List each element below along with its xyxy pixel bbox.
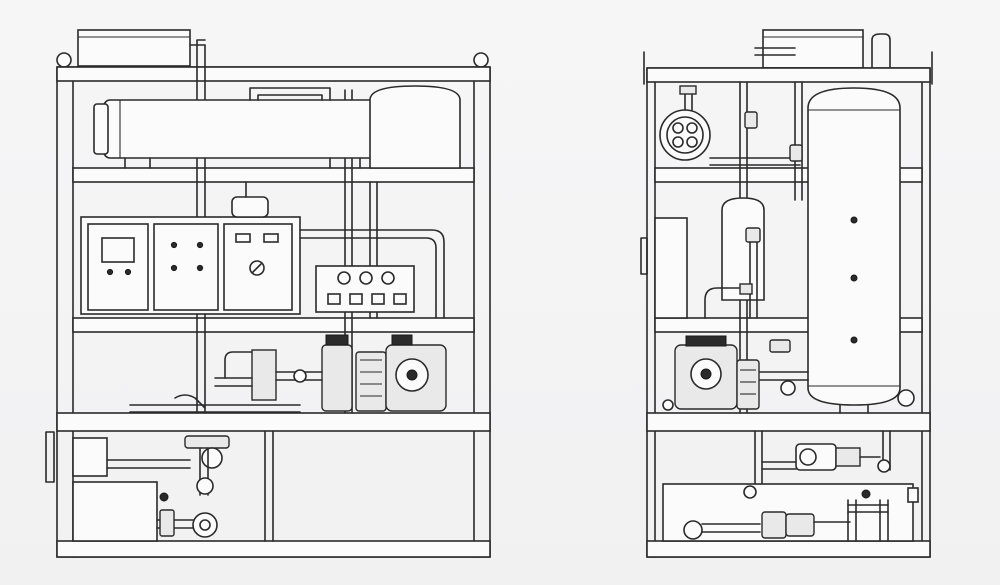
lifting-lug-left <box>56 52 72 68</box>
side-base-beam <box>646 412 931 432</box>
gauge-icon <box>337 271 351 285</box>
lifting-lug-right <box>473 52 489 68</box>
indicator-light <box>124 268 132 276</box>
control-panel-middle <box>153 223 219 311</box>
side-pump-icon <box>683 520 703 540</box>
side-floor-beam <box>646 540 931 558</box>
oil-separator <box>721 197 765 301</box>
indicator-light <box>106 268 114 276</box>
water-tank <box>72 481 158 542</box>
side-view <box>640 29 933 558</box>
oil-separator-top <box>231 196 269 218</box>
display-screen <box>101 237 135 263</box>
gauge-icon <box>381 271 395 285</box>
water-pump-icon <box>201 447 223 469</box>
base-beam <box>56 412 491 432</box>
receiver-tank <box>369 85 461 169</box>
side-compressor <box>674 335 760 410</box>
side-ice-hopper <box>762 29 864 69</box>
side-top-beam <box>646 67 931 83</box>
compressor-unit <box>321 334 447 412</box>
expansion-valve <box>251 349 277 401</box>
shelf-beam-2 <box>72 317 475 333</box>
gauge-icon <box>359 271 373 285</box>
side-electrical-box <box>654 217 688 319</box>
condenser-endcap-left <box>93 103 109 155</box>
shelf-beam-1 <box>72 167 475 183</box>
front-view <box>45 29 491 558</box>
control-panel-left <box>87 223 149 311</box>
side-inlet-flange <box>45 431 55 483</box>
water-tank-panel <box>72 437 108 477</box>
ice-tower-vessel <box>807 87 901 406</box>
ice-hopper <box>77 29 191 67</box>
condenser-tube <box>103 99 401 159</box>
floor-beam <box>56 540 491 558</box>
top-beam <box>56 66 491 82</box>
